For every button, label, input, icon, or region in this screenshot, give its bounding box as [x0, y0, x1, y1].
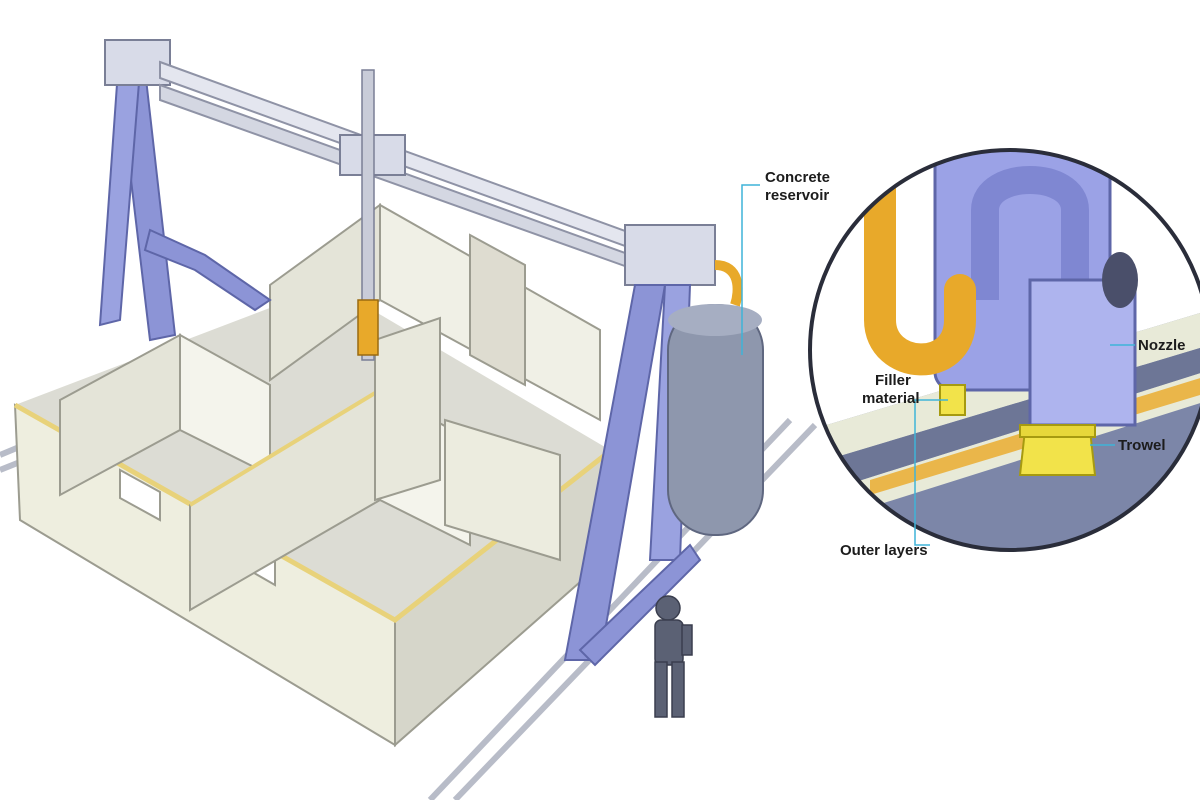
- reservoir-callout-line: [741, 184, 760, 355]
- print-head: [357, 299, 379, 356]
- label-filler-material-1: Filler: [875, 372, 911, 389]
- print-arm: [361, 69, 375, 361]
- label-filler-material-2: material: [862, 390, 920, 407]
- label-outer-layers: Outer layers: [840, 542, 928, 559]
- detail-callout-lines: [914, 344, 1135, 546]
- label-nozzle: Nozzle: [1138, 337, 1186, 354]
- gantry-frame: [98, 39, 716, 667]
- concrete-reservoir: [667, 260, 764, 536]
- worker-figure: [654, 595, 693, 718]
- interior-wall-5: [444, 418, 561, 562]
- back-wall-panel: [469, 233, 526, 387]
- label-concrete-reservoir-2: reservoir: [765, 187, 829, 204]
- label-concrete-reservoir-1: Concrete: [765, 169, 830, 186]
- detail-magnifier: [808, 148, 1200, 552]
- detail-filler-block: [939, 384, 966, 416]
- inner-partition: [374, 316, 441, 502]
- detail-concrete-hose: [864, 154, 976, 376]
- printed-building: [13, 203, 610, 748]
- label-trowel: Trowel: [1118, 437, 1166, 454]
